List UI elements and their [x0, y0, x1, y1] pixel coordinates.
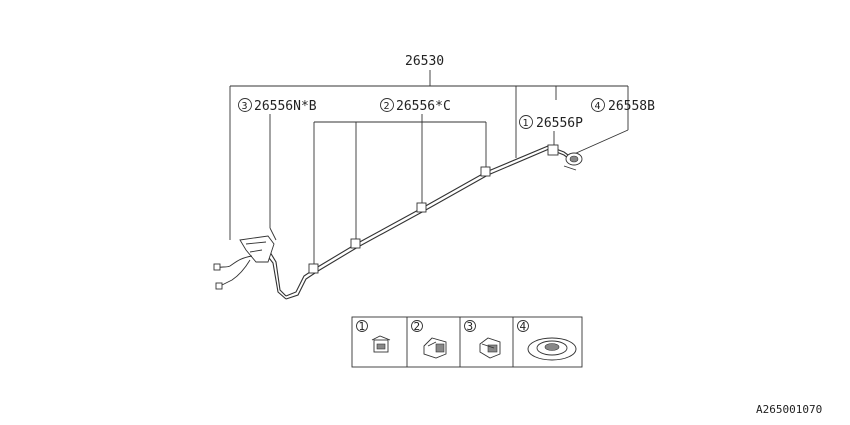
- callout-2: 2 26556*C: [313, 98, 487, 268]
- callout-circle-number: 1: [523, 118, 529, 129]
- legend-circle-number: 1: [359, 320, 366, 333]
- main-assembly-bracket: [229, 85, 629, 240]
- legend-cell-4: 4: [517, 320, 577, 361]
- legend-circle-number: 2: [414, 320, 421, 333]
- legend-circle-number: 4: [520, 320, 527, 333]
- clip-type-1-icon: [371, 335, 391, 353]
- callout-circle-number: 4: [595, 101, 601, 112]
- grommet-icon: [527, 337, 577, 361]
- callout-1: 1 26556P: [519, 115, 583, 150]
- clip-legend-table: 1 2 3: [351, 316, 583, 368]
- legend-cell-2: 2: [411, 320, 447, 359]
- legend-cell-1: 1: [356, 320, 391, 353]
- pipe-assembly: [213, 144, 583, 300]
- clip-type-2-icon: [423, 337, 447, 359]
- diagram-code: A265001070: [756, 403, 822, 416]
- legend-circle-number: 3: [467, 320, 474, 333]
- callout-circle-number: 2: [384, 101, 390, 112]
- callout-3: 3 26556N*B: [238, 98, 317, 241]
- callout-circle-number: 3: [242, 101, 248, 112]
- legend-cell-3: 3: [464, 320, 501, 359]
- clip-type-3-icon: [479, 337, 501, 359]
- callout-4: 4 26558B: [591, 98, 655, 114]
- callout-part-number: 26556N*B: [254, 99, 317, 114]
- callout-part-number: 26556*C: [396, 99, 451, 114]
- callout-part-number: 26556P: [536, 116, 583, 131]
- callout-part-number: 26558B: [608, 99, 655, 114]
- main-part-number: 26530: [405, 54, 444, 69]
